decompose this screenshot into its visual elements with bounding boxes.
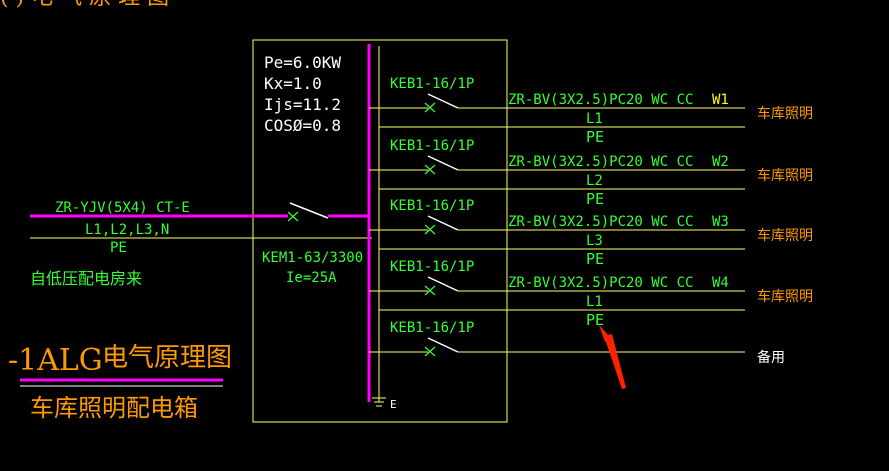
circuit-2-switch-blade [427,155,459,171]
incoming-cable: ZR-YJV(5X4) CT-E [55,200,190,216]
circuit-5-breaker: KEB1-16/1P [390,320,474,336]
circuit-4-breaker: KEB1-16/1P [390,259,474,275]
circuit-1-phase: L1 [586,111,603,127]
earth-label: E [390,398,397,411]
incoming-pe: PE [110,240,127,256]
circuit-3-switch-blade [427,215,459,231]
circuit-4-cross-b [424,285,436,296]
circuit-1-load: 车库照明 [757,105,813,122]
circuit-3-load: 车库照明 [757,227,813,244]
circuit-5-cross-b [424,346,436,357]
circuit-3-cross-b [424,224,436,235]
circuit-2-cross-b [424,164,436,175]
circuit-2-load: 车库照明 [757,167,813,184]
main-breaker-current: Ie=25A [286,270,337,286]
circuit-3-cable: ZR-BV(3X2.5)PC20 WC CC [508,214,693,230]
circuit-1-pe: PE [586,128,604,146]
circuit-4-switch-blade [427,276,459,292]
circuit-1-id: W1 [712,92,729,108]
title-subtitle: 车库照明配电箱 [30,394,198,422]
circuit-4-phase: L1 [586,294,603,310]
circuit-4-load: 车库照明 [757,288,813,305]
panel-pe: Pe=6.0KW [264,53,341,72]
incoming-source: 自低压配电房来 [30,269,142,288]
circuit-2-cable: ZR-BV(3X2.5)PC20 WC CC [508,154,693,170]
annotation-arrow [599,325,626,389]
title-code: -1ALG [8,343,103,378]
main-breaker-symbol [287,202,370,222]
circuit-2-pe: PE [586,190,604,208]
title-name: 电气原理图 [102,343,232,373]
incoming-phases: L1,L2,L3,N [85,222,169,238]
circuit-3-phase: L3 [586,233,603,249]
circuit-2-id: W2 [712,154,729,170]
circuit-1-cross-b [424,102,436,113]
circuit-5-load: 备用 [757,349,785,366]
panel-enclosure [252,39,508,423]
circuit-4-pe: PE [586,311,604,329]
circuit-3-id: W3 [712,214,729,230]
panel-ijs: Ijs=11.2 [264,95,341,114]
panel-kx: Kx=1.0 [264,74,322,93]
circuit-4-cable: ZR-BV(3X2.5)PC20 WC CC [508,275,693,291]
circuit-1-breaker: KEB1-16/1P [390,76,474,92]
panel-cos: COSØ=0.8 [264,116,341,135]
circuit-2-phase: L2 [586,173,603,189]
circuit-1-switch-blade [427,93,459,109]
circuit-2-breaker: KEB1-16/1P [390,138,474,154]
circuit-4-id: W4 [712,275,729,291]
circuit-5-switch-blade [427,337,459,353]
main-breaker-model: KEM1-63/3300 [262,250,363,266]
earth-symbol [372,397,386,407]
circuit-3-breaker: KEB1-16/1P [390,198,474,214]
circuit-1-cable: ZR-BV(3X2.5)PC20 WC CC [508,92,693,108]
top-partial-title: ( ) 电 气 原 理 图 [0,0,169,10]
circuit-3-pe: PE [586,250,604,268]
